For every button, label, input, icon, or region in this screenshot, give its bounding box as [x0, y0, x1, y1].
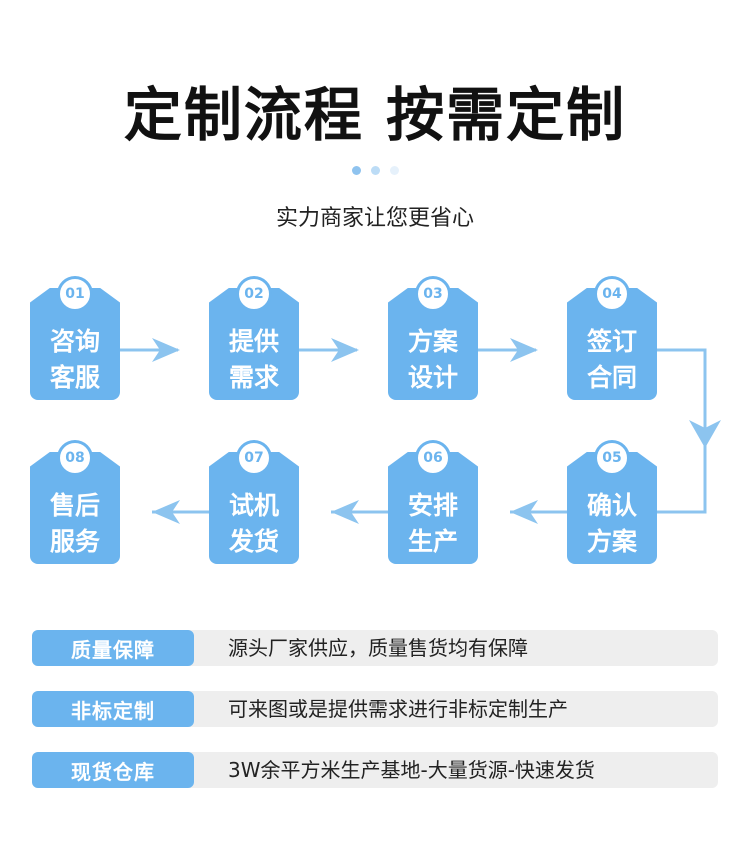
pagination-dot-1 [351, 166, 361, 175]
step-number-badge: 05 [594, 440, 630, 476]
step-number-badge: 04 [594, 276, 630, 312]
feature-row-quality: 质量保障 源头厂家供应，质量售货均有保障 [32, 630, 718, 666]
step-label: 确认方案 [586, 491, 637, 556]
step-label: 售后服务 [49, 491, 100, 556]
step-card-01: 咨询客服 [30, 288, 120, 400]
step-number-badge: 01 [57, 276, 93, 312]
feature-label: 质量保障 [32, 630, 194, 666]
step-label: 试机发货 [228, 491, 279, 556]
pagination-dot-2 [370, 166, 380, 175]
arrow-right-icon [331, 338, 359, 362]
step-label: 方案设计 [407, 327, 458, 392]
step-number-badge: 02 [236, 276, 272, 312]
feature-row-stock: 现货仓库 3W余平方米生产基地-大量货源-快速发货 [32, 752, 718, 788]
pagination-dots [0, 166, 750, 175]
arrow-left-icon [152, 500, 180, 524]
feature-label: 非标定制 [32, 691, 194, 727]
step-number-badge: 07 [236, 440, 272, 476]
feature-label: 现货仓库 [32, 752, 194, 788]
connector-4-5 [657, 348, 707, 514]
arrow-left-icon [331, 500, 359, 524]
feature-text: 可来图或是提供需求进行非标定制生产 [228, 697, 568, 721]
step-number-badge: 08 [57, 440, 93, 476]
pagination-dot-3 [389, 166, 399, 175]
feature-row-custom: 非标定制 可来图或是提供需求进行非标定制生产 [32, 691, 718, 727]
arrow-left-icon [510, 500, 538, 524]
feature-text: 3W余平方米生产基地-大量货源-快速发货 [228, 758, 595, 782]
arrow-right-icon [510, 338, 538, 362]
step-label: 咨询客服 [49, 327, 100, 392]
feature-text: 源头厂家供应，质量售货均有保障 [228, 636, 528, 660]
page-subtitle: 实力商家让您更省心 [275, 206, 474, 231]
arrow-down-icon [689, 420, 721, 448]
page-title: 定制流程 按需定制 [123, 81, 627, 149]
arrow-right-icon [152, 338, 180, 362]
step-number-badge: 06 [415, 440, 451, 476]
step-label: 签订合同 [586, 327, 637, 392]
step-label: 安排生产 [407, 491, 458, 556]
step-label: 提供需求 [228, 327, 279, 392]
step-number-badge: 03 [415, 276, 451, 312]
